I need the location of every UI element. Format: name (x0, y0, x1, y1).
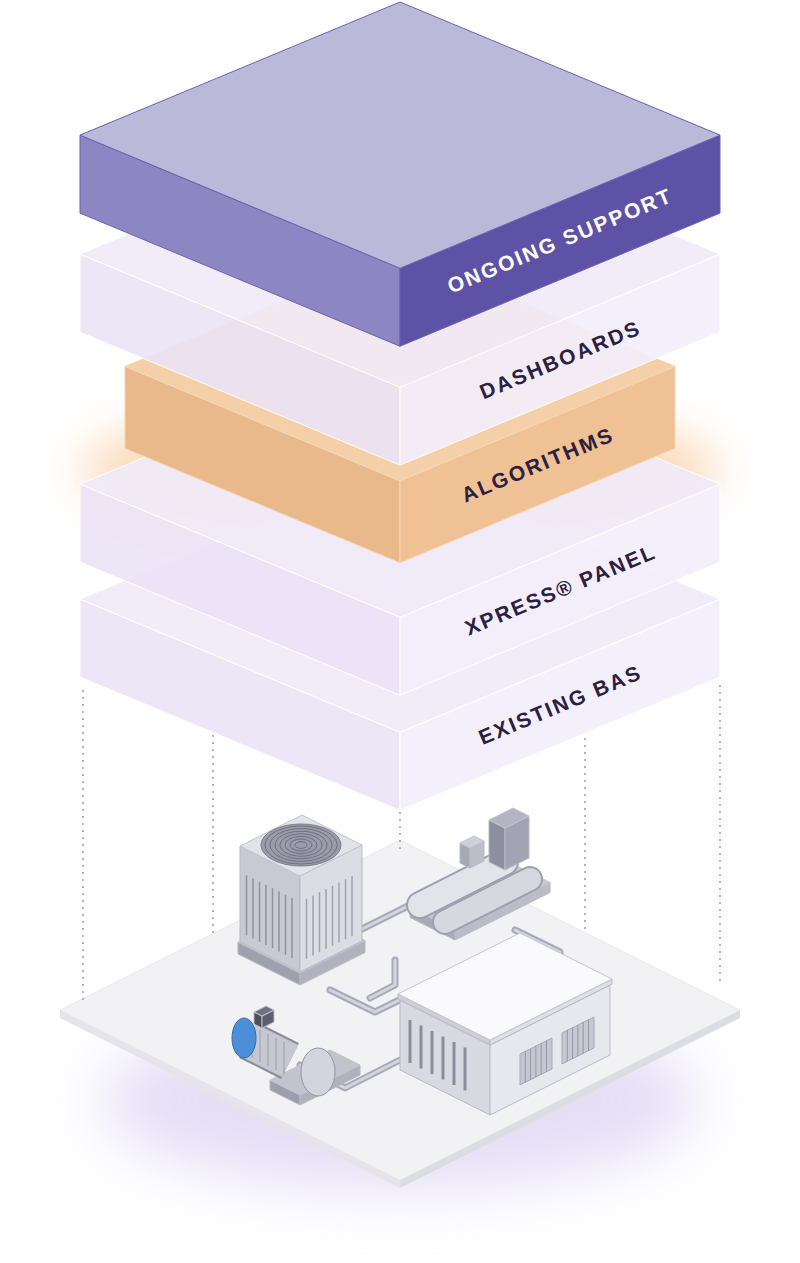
tower-grille (285, 895, 287, 955)
ahu-grille (520, 1038, 552, 1085)
ahu-grille-bar (541, 1043, 542, 1074)
slab-top-face (80, 351, 720, 617)
ahu-louver (409, 1020, 412, 1063)
tower-grille (306, 899, 308, 959)
tower-fan-grill (290, 839, 312, 851)
guide-line (719, 685, 721, 985)
tower-fan-grill (275, 831, 327, 859)
tower-grille (325, 889, 327, 949)
pipe-outline (370, 960, 395, 998)
tower-grille (351, 876, 353, 936)
pump-housing (301, 1048, 335, 1096)
cooling-tower (238, 815, 365, 985)
air-handler (398, 933, 612, 1115)
tower-grille (345, 879, 347, 939)
tower-fan-grill (280, 834, 322, 856)
chiller-panel-left (489, 820, 505, 870)
pump (232, 1006, 360, 1105)
ahu-grille-bar (535, 1046, 536, 1077)
ahu-louver (464, 1048, 467, 1091)
tower-grille (265, 885, 267, 945)
ahu-grille-bar (525, 1051, 526, 1082)
tower-grille (338, 883, 340, 943)
ahu-grille-bar (588, 1020, 589, 1051)
tower-fan-ring (261, 824, 341, 866)
motor-box-top (254, 1006, 274, 1016)
ahu-grille (562, 1017, 594, 1064)
tower-fan-grill (270, 829, 332, 862)
motor-fin (259, 1030, 260, 1062)
chiller (410, 808, 550, 940)
guide-line (212, 735, 214, 935)
slab-top-face (80, 2, 720, 268)
motor-fin (283, 1042, 284, 1074)
ahu-louver (453, 1042, 456, 1085)
tower-fan-grill (285, 836, 317, 853)
motor-fin (275, 1038, 276, 1070)
motor-end-cap (232, 1018, 256, 1058)
tower-body-top (240, 815, 362, 876)
tower-grille (278, 892, 280, 952)
slab-top-face (80, 466, 720, 732)
floor-top (60, 840, 740, 1180)
tower-grille (259, 882, 261, 942)
ahu-louver (442, 1037, 445, 1080)
chiller-shell (445, 879, 530, 922)
tower-grille (252, 879, 254, 939)
ahu-louver (420, 1026, 423, 1069)
ahu-grille-bar (572, 1028, 573, 1059)
ahu-louver (431, 1031, 434, 1074)
chiller-base-top (410, 860, 550, 930)
guide-line (82, 690, 84, 1000)
layer-slab: ONGOING SUPPORT (80, 2, 720, 346)
floor-plate (60, 840, 740, 1188)
tower-grille (332, 886, 334, 946)
ahu-grille-bar (530, 1049, 531, 1080)
guide-line (584, 738, 586, 930)
ahu-grille-bar (583, 1022, 584, 1053)
chiller-compressor-top (460, 836, 484, 848)
slab-top-face (80, 121, 720, 387)
guide-line (399, 812, 401, 850)
tower-grille (312, 896, 314, 956)
tower-grille (272, 888, 274, 948)
chiller-panel-top (489, 808, 529, 828)
motor-fin (267, 1034, 268, 1066)
tower-fan-grill (265, 826, 337, 864)
tower-grille (319, 892, 321, 952)
ahu-grille-bar (546, 1041, 547, 1072)
chiller-shell-outline (445, 879, 530, 922)
ahu-grille-bar (577, 1025, 578, 1056)
tower-fan-grill (295, 842, 307, 849)
slab-shape (80, 2, 720, 346)
pipe-body (370, 960, 395, 998)
tower-grille (246, 875, 248, 935)
tower-grille (291, 898, 293, 958)
ahu-grille-bar (567, 1030, 568, 1061)
